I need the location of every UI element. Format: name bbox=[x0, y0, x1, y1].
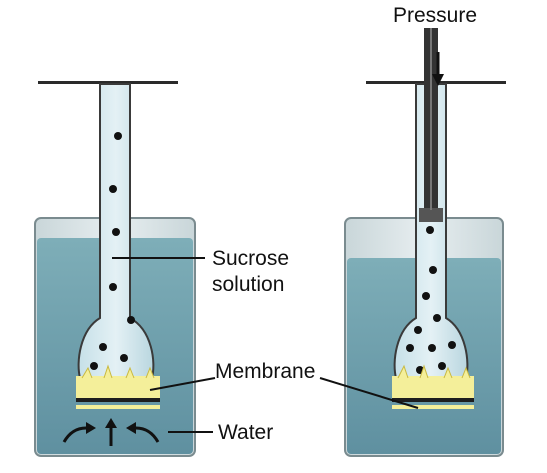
water-arrow-right-icon bbox=[135, 426, 160, 443]
leader-lines bbox=[112, 257, 419, 433]
membrane-leader-line-left bbox=[149, 377, 216, 391]
sucrose-label-line1: Sucrose bbox=[212, 247, 289, 270]
pressure-arrow-icon bbox=[432, 52, 444, 86]
left-support-bar bbox=[38, 81, 178, 84]
left-membrane bbox=[76, 364, 160, 409]
pressure-label: Pressure bbox=[393, 4, 477, 27]
right-membrane bbox=[392, 364, 474, 409]
left-apparatus bbox=[34, 81, 196, 457]
membrane-leader-line-right bbox=[319, 377, 419, 409]
membrane-label: Membrane bbox=[215, 360, 315, 383]
right-apparatus bbox=[344, 28, 506, 457]
left-water-flow-arrows bbox=[62, 418, 160, 446]
water-arrow-left-icon bbox=[62, 426, 87, 443]
left-sucrose-particles bbox=[90, 132, 135, 370]
water-label: Water bbox=[218, 421, 273, 444]
sucrose-label-line2: solution bbox=[212, 273, 284, 296]
